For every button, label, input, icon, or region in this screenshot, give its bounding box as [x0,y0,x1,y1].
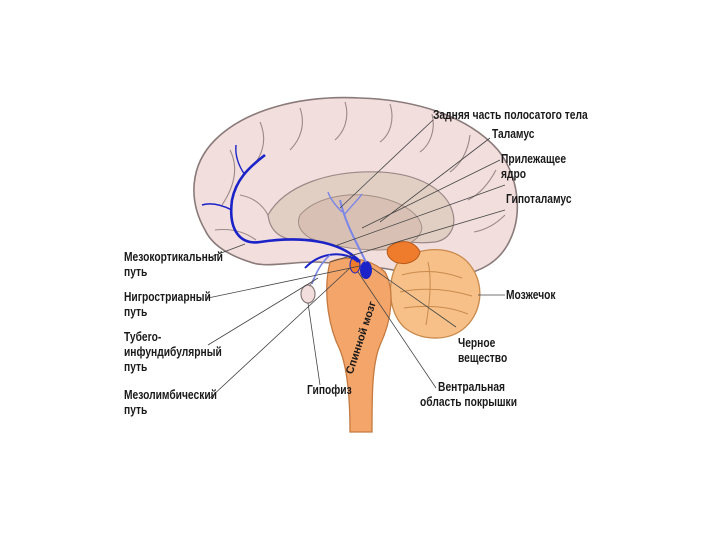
label-hypothalamus: Гипоталамус [506,192,572,207]
pituitary-gland [301,285,315,303]
superior-colliculus [387,242,420,264]
label-striatum-posterior: Задняя часть полосатого тела [433,108,588,123]
label-cerebellum: Мозжечок [506,288,556,303]
label-pituitary: Гипофиз [307,383,352,398]
label-thalamus: Таламус [492,127,535,142]
substantia-nigra-shape [360,261,372,279]
